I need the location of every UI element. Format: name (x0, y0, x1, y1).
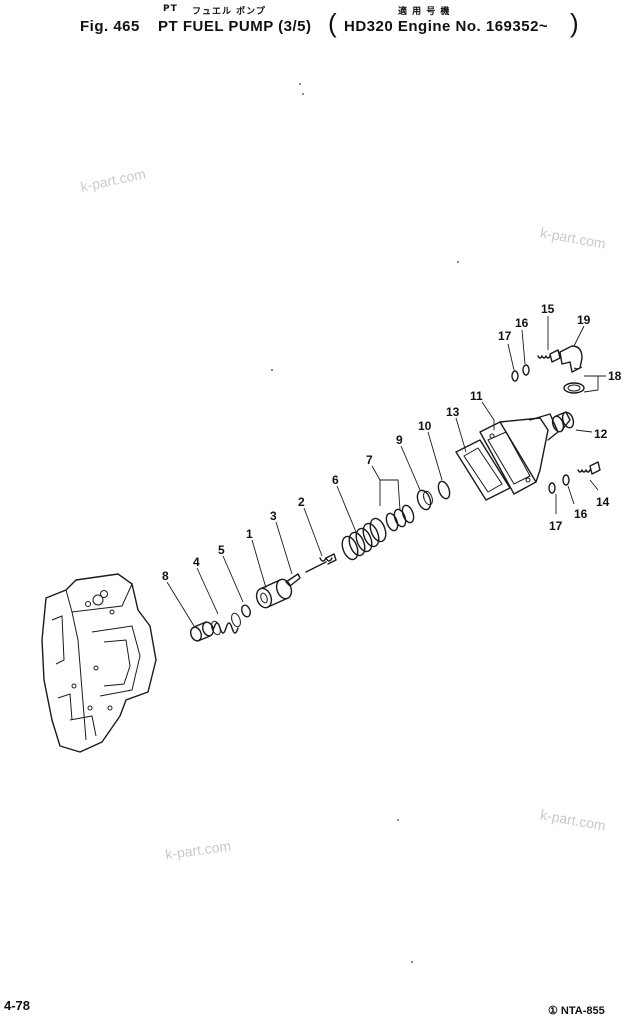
callout-18: 18 (608, 369, 622, 383)
callout-13: 13 (446, 405, 460, 419)
callout-11: 11 (470, 389, 483, 403)
callout-4: 4 (193, 555, 200, 569)
close-paren: ) (570, 8, 580, 38)
part-19-elbow (559, 345, 583, 373)
engine-applicability: HD320 Engine No. 169352~ (344, 18, 549, 35)
callout-8: 8 (162, 569, 169, 583)
callout-5: 5 (218, 543, 225, 557)
part-12-fitting (551, 411, 575, 433)
part-14-bolt (577, 461, 601, 475)
callout-1: 1 (246, 527, 253, 541)
callout-10: 10 (418, 419, 432, 433)
callout-2: 2 (298, 495, 305, 509)
callout-15: 15 (541, 302, 555, 316)
callout-16: 16 (515, 316, 529, 330)
callout-19: 19 (577, 313, 591, 327)
jp-pt-label: PT (163, 4, 178, 14)
part-2-needle-valve (305, 553, 337, 573)
part-7-shims (385, 504, 415, 532)
part-16-washer (562, 474, 570, 486)
callout-3: 3 (270, 509, 277, 523)
callout-17: 17 (498, 329, 512, 343)
engine-code: ① NTA-855 (548, 1005, 605, 1017)
open-paren: ( (328, 8, 338, 38)
part-5-washer (241, 604, 251, 618)
part-8-plug (190, 621, 214, 642)
figure-title: PT FUEL PUMP (3/5) (158, 18, 312, 35)
callout-7: 7 (366, 453, 373, 467)
callout-6: 6 (332, 473, 339, 487)
part-4-spring (211, 612, 241, 636)
callout-numbers: 8 4 5 1 3 2 6 7 9 10 13 11 12 14 17 16 1… (162, 302, 622, 583)
jp-applicable-label: 適 用 号 機 (398, 7, 451, 17)
part-11-cover (479, 413, 559, 495)
part-3-pin (285, 573, 301, 587)
callout-17-lower: 17 (549, 519, 563, 533)
part-16-washer (522, 364, 530, 376)
part-17-seal (511, 370, 519, 382)
part-6-spring (341, 517, 387, 561)
pump-housing (41, 573, 157, 753)
callout-12: 12 (594, 427, 608, 441)
part-17-seal (548, 482, 556, 494)
figure-number: Fig. 465 (80, 18, 140, 35)
scan-specks (271, 83, 459, 963)
part-18-sleeve (563, 382, 585, 394)
part-15-bolt (537, 349, 561, 363)
jp-part-name: フュエル ポンプ (192, 7, 266, 17)
callout-16-lower: 16 (574, 507, 588, 521)
part-10-ring (437, 480, 451, 500)
part-1-plunger (255, 578, 293, 609)
part-9-cup (416, 489, 433, 511)
callout-9: 9 (396, 433, 403, 447)
part-13-gasket (455, 439, 511, 501)
leader-lines (166, 316, 606, 627)
page-number: 4-78 (4, 998, 31, 1013)
callout-14: 14 (596, 495, 610, 509)
